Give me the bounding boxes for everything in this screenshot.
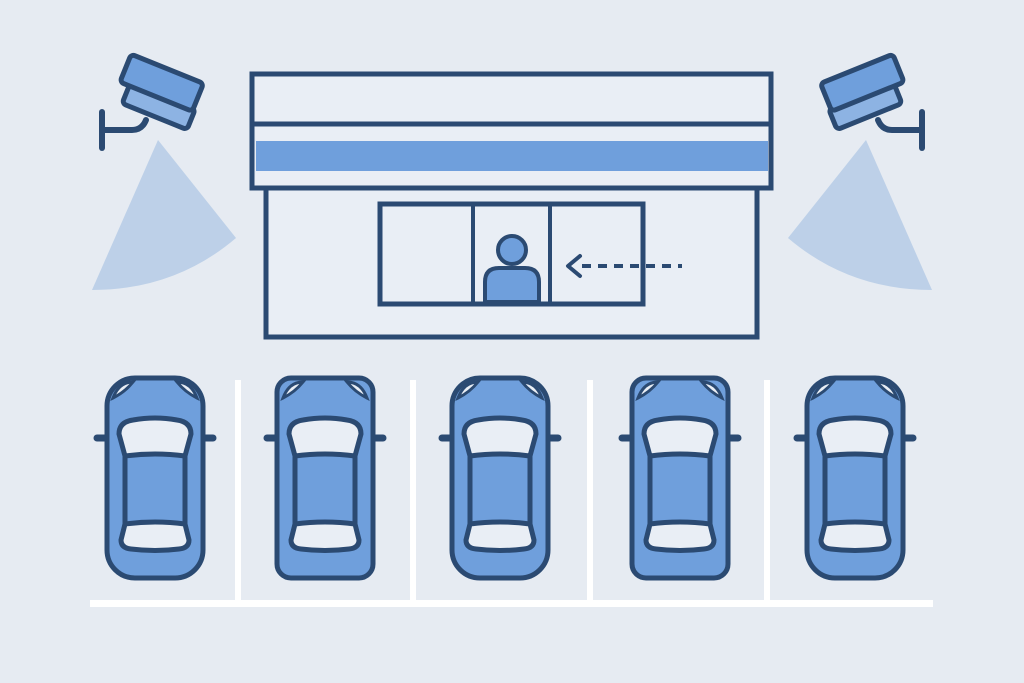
security-camera-icon-left <box>92 52 236 290</box>
building <box>249 71 774 340</box>
car-icon <box>93 375 217 581</box>
person-icon <box>483 234 541 304</box>
car-icon <box>618 375 742 581</box>
camera-beam-left <box>92 140 236 290</box>
car-icon <box>263 375 387 581</box>
car-icon <box>793 375 917 581</box>
arrow-left-icon <box>566 254 682 278</box>
security-camera-icon-right <box>788 52 932 290</box>
parking-lines <box>90 380 933 607</box>
sign-stripe <box>256 141 768 171</box>
car-icon <box>438 375 562 581</box>
cars <box>93 375 917 581</box>
